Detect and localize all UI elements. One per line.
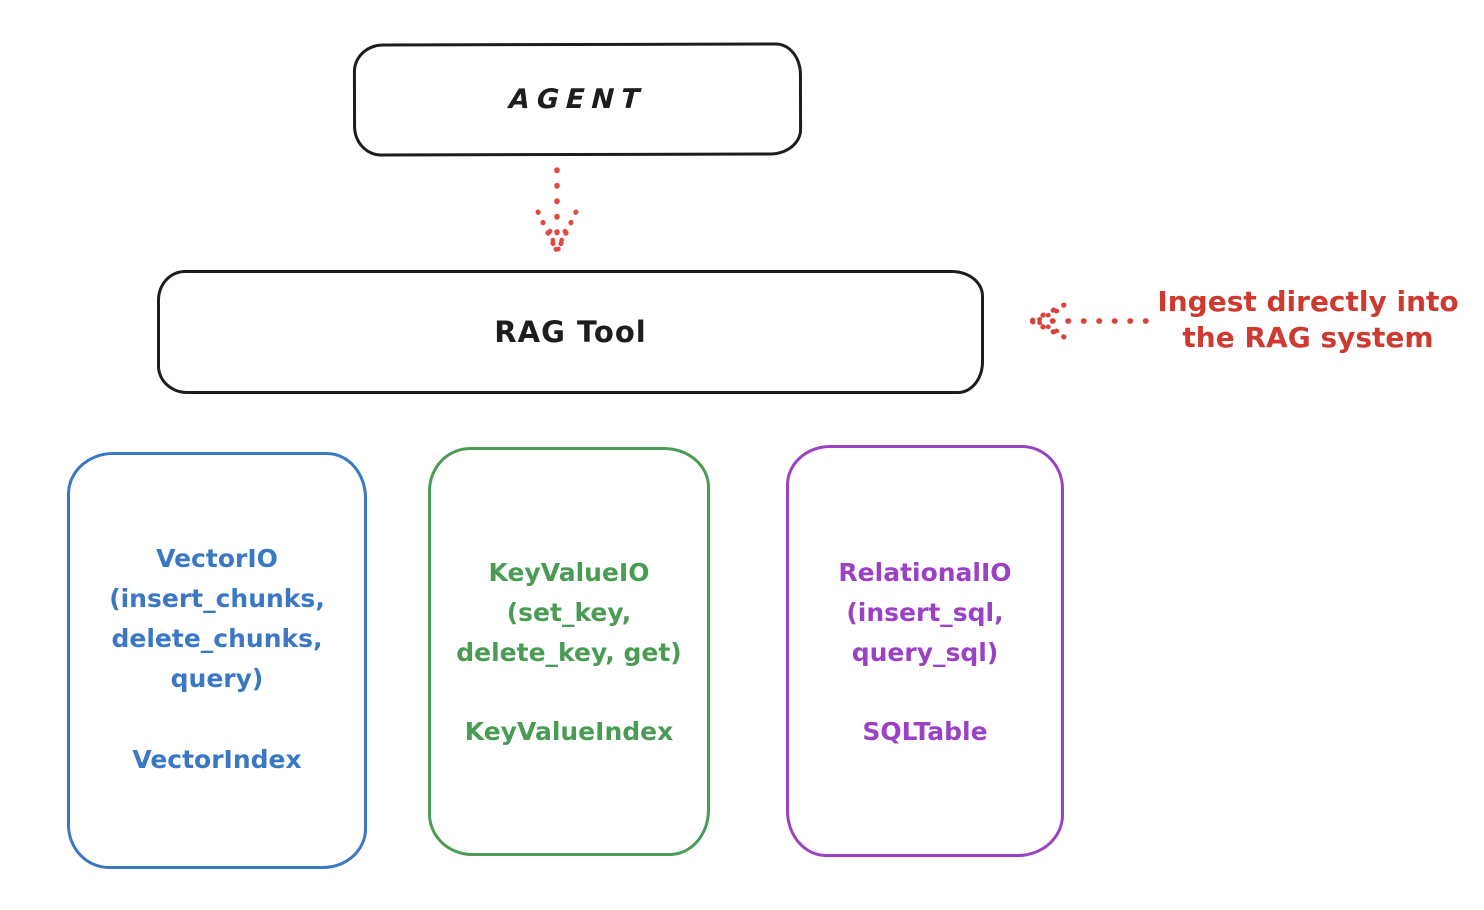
relational-io-index-label: SQLTable [862,717,988,746]
agent-to-rag-dotted-arrow-icon [535,167,579,256]
vector-io-title-line: query) [170,664,264,693]
vector-io-title-line: VectorIO [156,544,278,573]
keyvalue-io-title: KeyValueIO (set_key, delete_key, get) [431,450,707,673]
keyvalue-io-title-line: KeyValueIO [488,558,650,587]
rag-tool-node-label: RAG Tool [494,315,647,349]
ingest-annotation-line-2: the RAG system [1182,321,1434,354]
keyvalue-io-title-line: delete_key, get) [456,638,682,667]
keyvalue-io-index-label: KeyValueIndex [464,717,674,746]
vector-io-node: VectorIO (insert_chunks, delete_chunks, … [67,452,367,869]
relational-io-node: RelationalIO (insert_sql, query_sql) SQL… [786,445,1064,857]
vector-io-title-line: (insert_chunks, [109,584,325,613]
vector-io-index-label: VectorIndex [132,745,302,774]
agent-node: AGENT [352,42,803,157]
vector-io-title: VectorIO (insert_chunks, delete_chunks, … [70,455,364,699]
relational-io-title-line: RelationalIO [838,558,1012,587]
keyvalue-io-title-line: (set_key, [506,598,632,627]
relational-io-title-line: (insert_sql, [846,598,1004,627]
rag-tool-node: RAG Tool [157,270,984,394]
relational-io-title-line: query_sql) [851,638,999,667]
keyvalue-io-node: KeyValueIO (set_key, delete_key, get) Ke… [428,447,710,856]
vector-io-title-line: delete_chunks, [111,624,323,653]
ingest-annotation-line-1: Ingest directly into [1157,285,1459,318]
ingest-annotation: Ingest directly into the RAG system [1138,284,1478,356]
annotation-to-rag-dotted-arrow-icon [1028,302,1149,340]
agent-node-label: AGENT [507,83,648,116]
relational-io-title: RelationalIO (insert_sql, query_sql) [789,448,1061,673]
